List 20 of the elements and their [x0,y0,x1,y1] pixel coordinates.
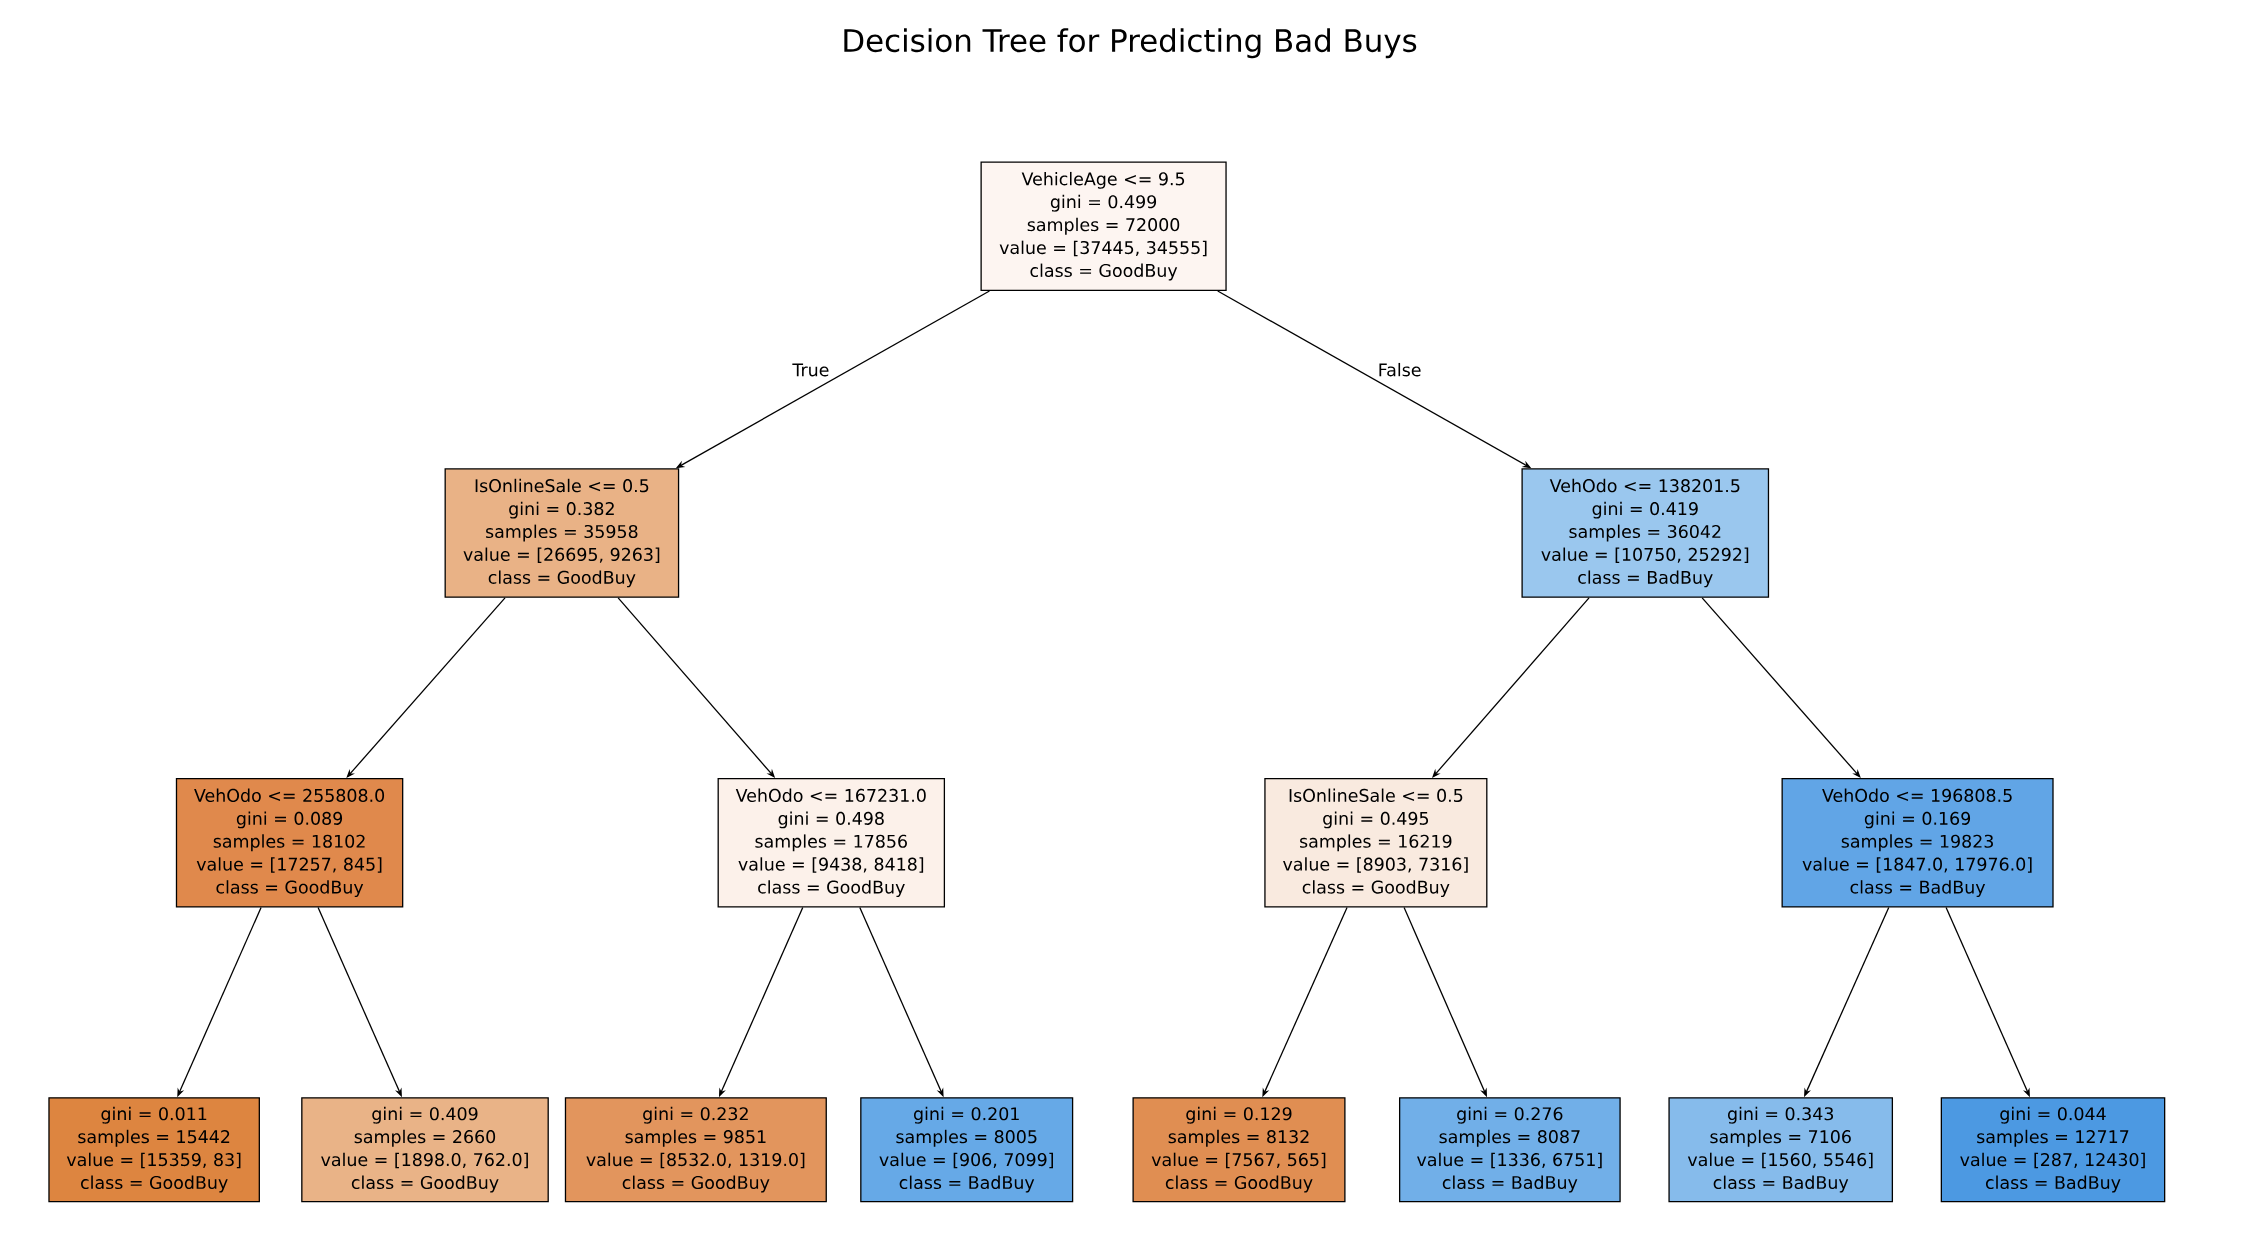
chart-title: Decision Tree for Predicting Bad Buys [844,28,1417,59]
tree-node-box: gini = 0.232 samples = 9851 value = [8532.0, 1319.0] class = GoodBuy [564,1097,827,1203]
tree-node-box: gini = 0.409 samples = 2660 value = [1898.0, 762.0] class = GoodBuy [301,1097,549,1203]
arrow [346,597,506,778]
tree-node-box: IsOnlineSale <= 0.5 gini = 0.495 samples = 16219 value = [8903, 7316] class = GoodBuy [1264,778,1488,908]
tree-node-box: VehOdo <= 196808.5 gini = 0.169 samples = 19823 value = [1847.0, 17976.0] class = BadBuy [1781,778,2054,908]
tree-node-box: gini = 0.343 samples = 7106 value = [1560, 5546] class = BadBuy [1668,1097,1893,1203]
arrow [1432,597,1590,778]
tree-node-box: IsOnlineSale <= 0.5 gini = 0.382 samples = 35958 value = [26695, 9263] class = GoodBuy [444,468,680,598]
tree-node-box: gini = 0.276 samples = 8087 value = [1336, 6751] class = BadBuy [1399,1097,1621,1203]
edge-label: True [791,362,831,378]
tree-node-box: VehOdo <= 138201.5 gini = 0.419 samples = 36042 value = [10750, 25292] class = BadBuy [1521,468,1770,598]
tree-node-box: gini = 0.044 samples = 12717 value = [287, 12430] class = BadBuy [1940,1097,2166,1203]
tree-node-box: gini = 0.129 samples = 8132 value = [7567, 565] class = GoodBuy [1132,1097,1346,1203]
tree-node-box: VehicleAge <= 9.5 gini = 0.499 samples = 72000 value = [37445, 34555] class = GoodBuy [980,161,1227,291]
arrow [1701,597,1861,778]
tree-node-box: gini = 0.201 samples = 8005 value = [906, 7099] class = BadBuy [860,1097,1074,1203]
tree-node-box: VehOdo <= 255808.0 gini = 0.089 samples = 18102 value = [17257, 845] class = GoodBuy [175,778,404,908]
tree-node-box: VehOdo <= 167231.0 gini = 0.498 samples = 17856 value = [9438, 8418] class = GoodBuy [717,778,946,908]
tree-node-box: gini = 0.011 samples = 15442 value = [15359, 83] class = GoodBuy [48,1097,260,1203]
